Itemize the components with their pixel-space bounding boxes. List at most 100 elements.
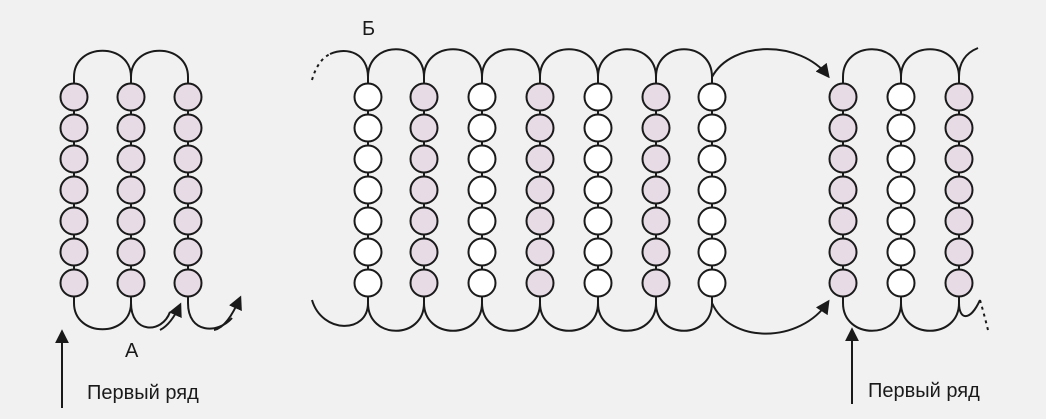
bead — [467, 113, 497, 143]
bead-column-b — [886, 82, 916, 298]
bead — [353, 113, 383, 143]
bead — [828, 82, 858, 112]
thread-bottom-arc-b — [900, 302, 960, 332]
thread-top-arc-b — [423, 48, 483, 78]
bead — [409, 113, 439, 143]
bead — [886, 82, 916, 112]
bead — [583, 144, 613, 174]
thread-bottom-lead-b — [311, 299, 369, 327]
arrow-connect-top — [711, 48, 830, 79]
bead — [173, 237, 203, 267]
bead-column-b — [353, 82, 383, 298]
bead — [944, 113, 974, 143]
bead — [828, 113, 858, 143]
bead — [828, 268, 858, 298]
thread-bottom-arc-b — [481, 302, 541, 332]
bead-columns — [59, 82, 974, 298]
bead — [697, 206, 727, 236]
bead — [525, 237, 555, 267]
bead — [641, 175, 671, 205]
bead — [828, 237, 858, 267]
bead — [173, 144, 203, 174]
bead — [173, 175, 203, 205]
bead — [944, 175, 974, 205]
thread-dotted-tail-b — [979, 299, 989, 331]
bead-column-b — [828, 82, 858, 298]
bead — [525, 144, 555, 174]
bead — [641, 82, 671, 112]
bead-column-a — [116, 82, 146, 298]
bead — [525, 113, 555, 143]
thread-top-arc-b — [655, 48, 713, 78]
bead — [409, 206, 439, 236]
bead — [583, 113, 613, 143]
bead-column-b — [525, 82, 555, 298]
thread-bottom-arc-b — [539, 302, 599, 332]
bead — [697, 82, 727, 112]
thread-bottom-arc-b — [367, 302, 425, 332]
thread-bottom-arc-b — [655, 302, 713, 332]
thread-top-arc-b — [539, 48, 599, 78]
bead — [353, 175, 383, 205]
bead-column-a — [59, 82, 89, 298]
thread-bottom-turn-a — [130, 302, 171, 329]
bead — [944, 268, 974, 298]
bead — [944, 82, 974, 112]
bead — [641, 268, 671, 298]
bead — [467, 144, 497, 174]
bead — [525, 82, 555, 112]
bead — [59, 144, 89, 174]
bead — [353, 206, 383, 236]
thread-dotted-lead-b — [311, 53, 331, 81]
thread-top-lead-b — [329, 50, 369, 78]
bead — [886, 206, 916, 236]
bead — [641, 206, 671, 236]
bead — [697, 237, 727, 267]
thread-bottom-loop-a — [73, 302, 132, 331]
bead — [467, 206, 497, 236]
bead — [886, 113, 916, 143]
thread-top-loop-a — [130, 49, 189, 78]
bead — [828, 144, 858, 174]
bead — [641, 237, 671, 267]
bead — [409, 237, 439, 267]
bead — [886, 144, 916, 174]
label-first-row-right: Первый ряд — [868, 380, 980, 402]
bead-column-b — [641, 82, 671, 298]
bead — [116, 206, 146, 236]
thread-bottom-arc-b — [842, 302, 902, 332]
bead — [583, 175, 613, 205]
bead — [59, 268, 89, 298]
bead — [173, 113, 203, 143]
bead — [353, 144, 383, 174]
bead — [828, 206, 858, 236]
bead — [886, 268, 916, 298]
bead — [944, 206, 974, 236]
bead-column-b — [944, 82, 974, 298]
bead — [828, 175, 858, 205]
bead — [886, 175, 916, 205]
bead — [944, 144, 974, 174]
thread-bottom-arc-b — [597, 302, 657, 332]
thread-top-arc-b — [367, 48, 425, 78]
bead — [116, 175, 146, 205]
bead — [525, 206, 555, 236]
bead — [116, 237, 146, 267]
thread-bottom-turn-a — [187, 302, 233, 330]
bead-column-a — [173, 82, 203, 298]
bead-column-b — [583, 82, 613, 298]
bead — [116, 144, 146, 174]
bead — [467, 237, 497, 267]
bead — [467, 268, 497, 298]
bead — [59, 175, 89, 205]
direction-arrows — [55, 48, 859, 408]
bead — [173, 206, 203, 236]
bead — [353, 237, 383, 267]
thread-top-arc-b — [842, 48, 902, 78]
bead — [59, 113, 89, 143]
bead — [116, 268, 146, 298]
bead — [59, 237, 89, 267]
bead-column-b — [697, 82, 727, 298]
thread-bottom-tail-b — [958, 299, 981, 318]
